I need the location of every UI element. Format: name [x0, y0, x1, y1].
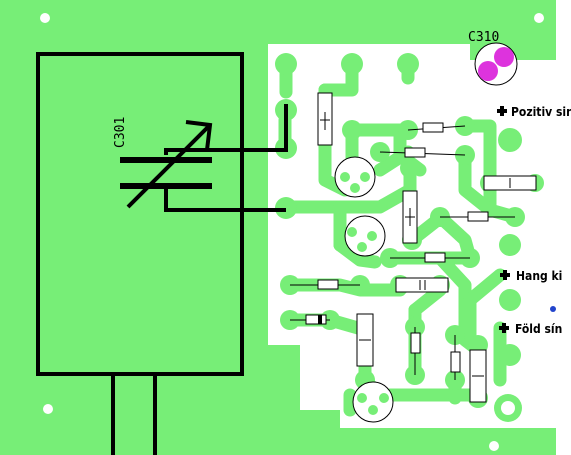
- diode: [290, 314, 330, 325]
- resistor: [422, 122, 444, 133]
- transistor: [344, 215, 386, 257]
- capacitor-plate-bottom: [120, 183, 212, 189]
- capacitor-lead-top: [164, 104, 288, 155]
- pin-label-ground-rail: Föld sín: [515, 322, 562, 336]
- capacitor-arrow-head: [185, 120, 213, 151]
- resistor: [424, 252, 446, 263]
- mounting-hole: [558, 446, 566, 454]
- capacitor-label-c301: C301: [113, 117, 128, 148]
- mounting-hole: [534, 13, 544, 23]
- variable-capacitor-c301: C301: [36, 52, 288, 455]
- capacitor-plate-top: [120, 157, 212, 163]
- mounting-hole: [43, 404, 53, 414]
- transistor: [334, 156, 376, 198]
- transistors: [334, 156, 394, 423]
- connector-symbols: [497, 106, 510, 333]
- capacitor-label-c310: C310: [468, 30, 499, 45]
- transistor: [352, 381, 394, 423]
- resistor: [410, 332, 421, 354]
- capacitor-body-outline: [36, 52, 244, 376]
- resistor: [317, 279, 339, 290]
- capacitor-c310: C310: [468, 30, 518, 86]
- resistor: [404, 147, 426, 158]
- pin-label-audio-output: Hang ki: [516, 269, 562, 283]
- mounting-hole: [40, 13, 50, 23]
- capacitor-c310-pad: [494, 47, 514, 67]
- capacitor-lead-bottom: [164, 189, 286, 212]
- film-capacitors: [317, 92, 537, 403]
- mounting-hole: [489, 441, 499, 451]
- board-right-edge: [556, 0, 571, 455]
- transistor-pins: [340, 172, 389, 415]
- pad-hole: [501, 401, 515, 415]
- resistor: [450, 351, 461, 373]
- capacitor-c310-pad: [478, 61, 498, 81]
- capacitor-film: [395, 277, 449, 293]
- pin-label-positive-rail: Pozitiv sin: [511, 105, 571, 119]
- capacitor-tuning-arrow: [126, 123, 212, 209]
- probe-marker: [550, 306, 556, 312]
- resistor: [467, 211, 489, 222]
- resistors: [290, 122, 515, 380]
